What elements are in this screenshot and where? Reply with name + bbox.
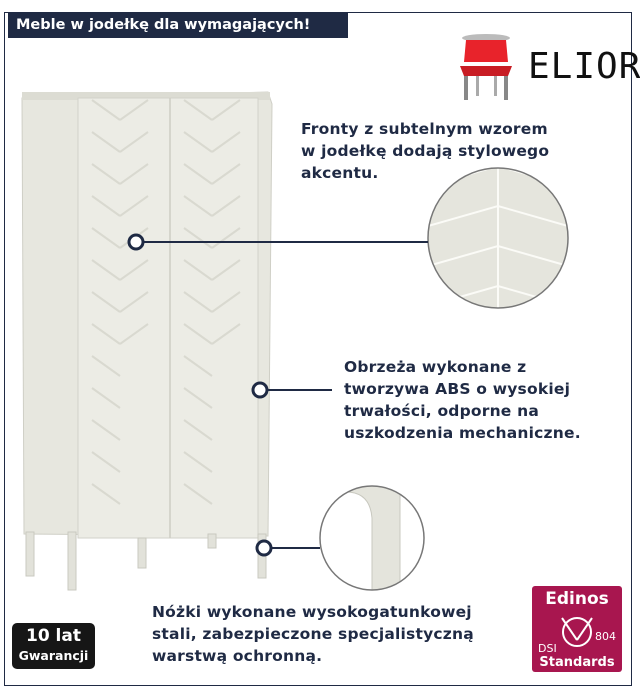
chair-logo-icon [460, 34, 512, 100]
feature-legs: Nóżki wykonane wysokogatunkowej stali, z… [152, 603, 474, 665]
feature-edges: Obrzeża wykonane z tworzywa ABS o wysoki… [344, 358, 581, 442]
warranty-badge: 10 lat Gwarancji [12, 623, 95, 669]
page-title: Meble w jodełkę dla wymagających! [8, 12, 348, 38]
brand-name: ELIOR [528, 46, 640, 87]
certification-left: DSI [538, 642, 557, 655]
warranty-label: Gwarancji [18, 648, 89, 663]
feature-fronts: Fronty z subtelnym wzorem w jodełkę doda… [301, 120, 550, 182]
warranty-years: 10 lat [25, 626, 81, 646]
certification-badge: Edinos DSI 804 Standards [532, 586, 622, 672]
certification-emblem-icon [561, 617, 593, 647]
certification-number: 804 [595, 630, 616, 643]
certification-brand: Edinos [545, 589, 609, 609]
certification-label: Standards [539, 655, 615, 670]
